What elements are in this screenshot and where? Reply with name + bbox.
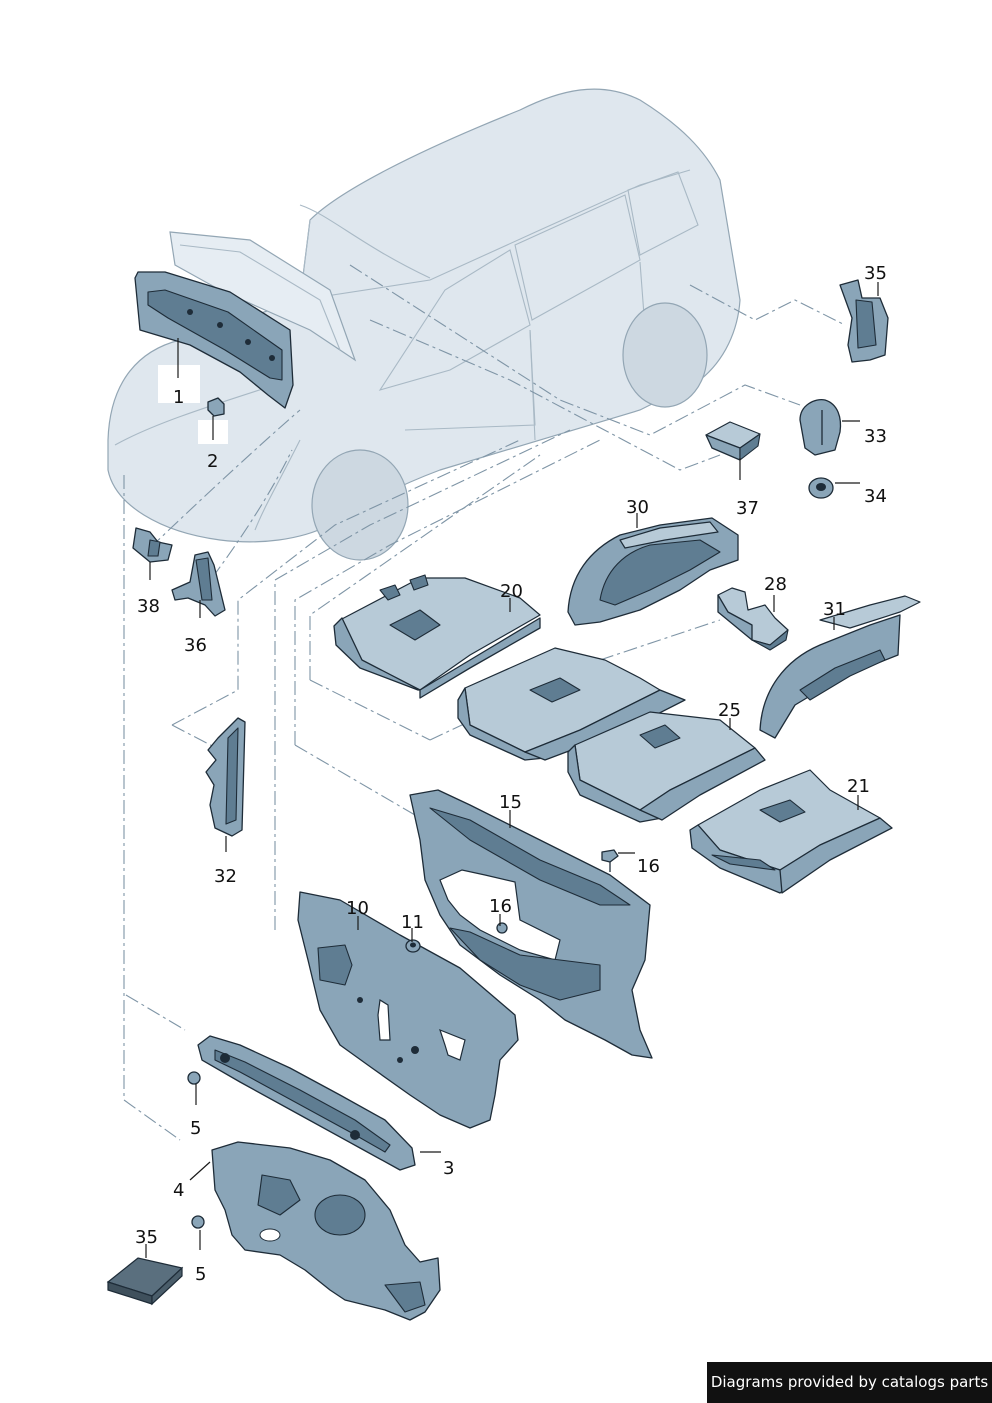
callout-28: 28: [764, 574, 787, 595]
callout-34: 34: [864, 486, 887, 507]
part-38-insulation-piece: [132, 527, 173, 563]
callout-3: 3: [443, 1158, 454, 1179]
part-33-cover: [799, 399, 842, 456]
callout-1: 1: [173, 387, 184, 408]
part-21-floor-insulation-rear: [689, 769, 893, 894]
callout-5-top: 5: [190, 1118, 201, 1139]
part-30-wheelhouse-insulation: [567, 517, 739, 626]
part-5-clip: [187, 1071, 205, 1229]
part-37-block: [705, 421, 761, 461]
callout-35-top: 35: [864, 263, 887, 284]
part-20-floor-insulation: [333, 574, 541, 699]
callout-37: 37: [736, 498, 759, 519]
callout-33: 33: [864, 426, 887, 447]
callout-10: 10: [346, 898, 369, 919]
part-25-floor-insulation-lower: [567, 711, 766, 823]
callout-5-bottom: 5: [195, 1264, 206, 1285]
part-34-grommet: [808, 477, 834, 499]
callout-15: 15: [499, 792, 522, 813]
part-25-floor-insulation-upper: [457, 647, 686, 761]
callout-38: 38: [137, 596, 160, 617]
leader-lines: [145, 282, 879, 1258]
assembly-guide-lines: [123, 264, 846, 1141]
callout-16-right: 16: [637, 856, 660, 877]
callout-4: 4: [173, 1180, 184, 1201]
callout-32: 32: [214, 866, 237, 887]
part-4-dash-panel-insulation: [211, 1141, 441, 1321]
part-3-cowl-insulation-strip: [197, 1035, 416, 1171]
part-2-clip: [207, 397, 225, 417]
part-35-sound-mat: [106, 1257, 184, 1306]
callout-25: 25: [718, 700, 741, 721]
callout-30: 30: [626, 497, 649, 518]
callout-20: 20: [500, 581, 523, 602]
part-35-wheelhouse-trim: [839, 279, 889, 363]
part-32-insulation-strip: [205, 717, 246, 837]
vehicle-body-illustration: [107, 88, 741, 561]
callout-31: 31: [823, 599, 846, 620]
callout-16-left: 16: [489, 896, 512, 917]
part-10-dash-insulation: [297, 891, 519, 1129]
credit-banner: Diagrams provided by catalogs parts: [707, 1362, 992, 1403]
callout-36: 36: [184, 635, 207, 656]
part-1-hood-insulation: [134, 271, 294, 409]
part-11-grommet: [405, 939, 421, 953]
callout-35-bottom: 35: [135, 1227, 158, 1248]
part-36-insulation-piece: [171, 551, 226, 617]
part-28-spacer-block: [717, 587, 789, 651]
callout-2: 2: [207, 451, 218, 472]
callout-labels: 1 2 38 36 32 35 33 34 37 30 28 31 20 25 …: [135, 263, 887, 1285]
callout-11: 11: [401, 912, 424, 933]
callout-21: 21: [847, 776, 870, 797]
part-31-wheelhouse-insulation: [759, 595, 921, 739]
